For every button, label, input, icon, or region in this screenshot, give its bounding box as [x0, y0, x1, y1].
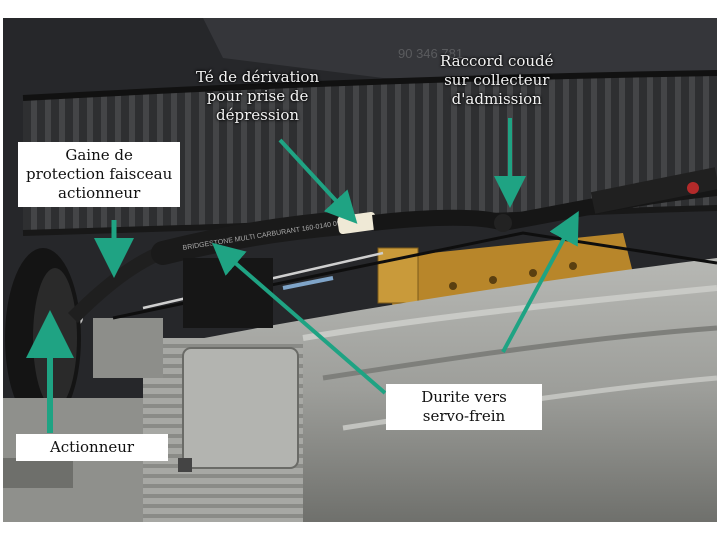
bracket-hole	[449, 282, 457, 290]
label-line: d'admission	[451, 90, 542, 108]
label-line: protection faisceau	[26, 165, 173, 183]
duct-top-edge	[22, 70, 717, 101]
elbow-fitting	[494, 214, 512, 232]
label-raccord: Raccord coudé sur collecteur d'admission	[440, 52, 554, 109]
label-line: servo-frein	[422, 407, 506, 425]
red-connector	[687, 182, 699, 194]
bracket-hole	[569, 262, 577, 270]
label-line: pour prise de	[206, 87, 309, 105]
vent-hose-black	[183, 258, 273, 328]
upper-cover	[203, 18, 717, 88]
throttle-bolt	[178, 458, 192, 472]
label-line: Actionneur	[49, 438, 135, 456]
throttle-plate	[182, 347, 299, 469]
label-gaine: Gaine de protection faisceau actionneur	[18, 142, 181, 207]
label-line: Durite vers	[421, 388, 507, 406]
label-line: dépression	[216, 106, 300, 124]
label-line: Gaine de	[65, 146, 133, 164]
bracket-hole	[529, 269, 537, 277]
label-durite: Durite vers servo-frein	[386, 384, 542, 430]
label-line: sur collecteur	[444, 71, 550, 89]
part-number-text: 90 346 781	[398, 46, 463, 61]
label-te-derivation: Té de dérivation pour prise de dépressio…	[196, 68, 319, 125]
hose-clamp	[3, 458, 73, 488]
bracket-hole	[489, 276, 497, 284]
throttle-linkage	[93, 318, 163, 378]
label-actionneur: Actionneur	[16, 434, 168, 461]
actuator-rim	[33, 268, 77, 408]
vacuum-hose	[151, 211, 355, 265]
label-line: Té de dérivation	[196, 68, 320, 86]
ribbed-duct	[23, 73, 717, 233]
label-line: actionneur	[58, 184, 141, 202]
label-line: Raccord coudé	[440, 52, 554, 70]
corrugated-tube	[590, 167, 717, 214]
